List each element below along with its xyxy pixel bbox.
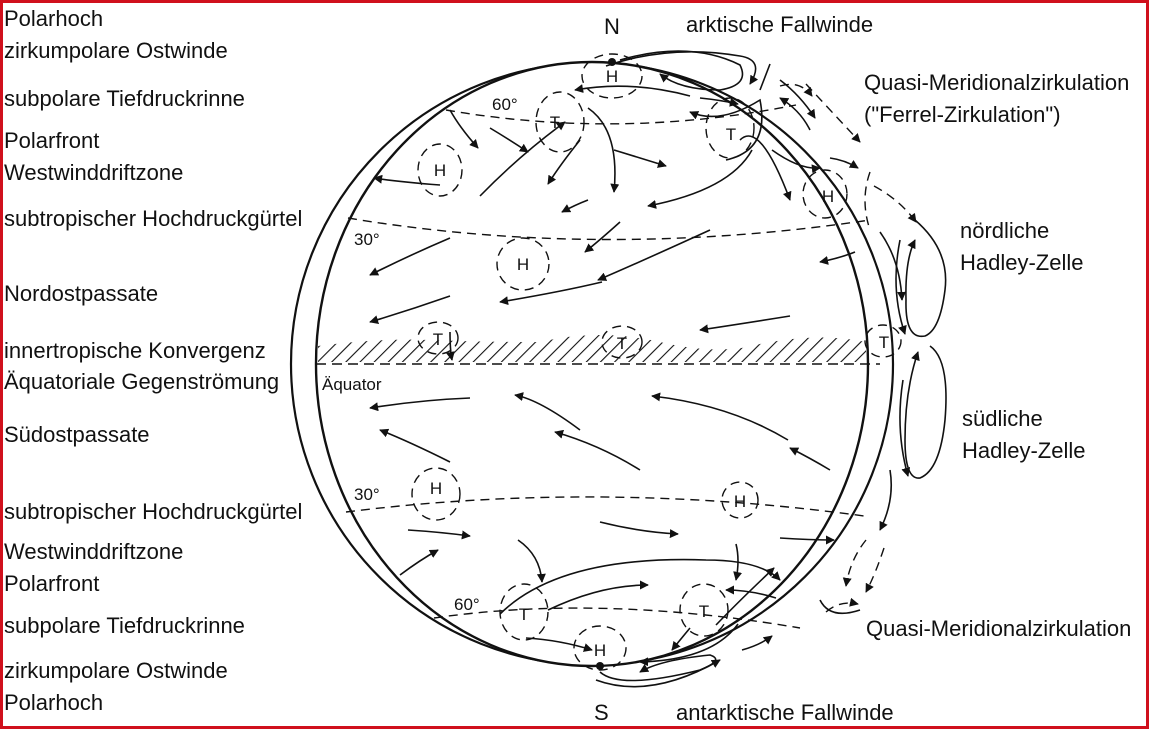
low-symbol: T	[617, 334, 627, 353]
latitude-30n-line	[347, 217, 871, 241]
left-label: Polarfront	[4, 128, 99, 153]
left-label: innertropische Konvergenz	[4, 338, 266, 363]
high-symbol: H	[822, 187, 834, 206]
polar-fall-winds	[595, 50, 816, 688]
antarctic-fall-winds-label: antarktische Fallwinde	[676, 700, 894, 725]
high-south-30-a-cell	[411, 467, 461, 521]
high-symbol: H	[434, 161, 446, 180]
high-symbol: H	[606, 67, 618, 86]
low-symbol: T	[879, 333, 889, 352]
quasi-meridional-south-label: Quasi-Meridionalzirkulation	[866, 616, 1131, 641]
latitude-label-60s: 60°	[454, 595, 480, 614]
low-north-60-a-cell	[535, 91, 585, 153]
left-label: subtropischer Hochdruckgürtel	[4, 499, 302, 524]
latitude-label-30n: 30°	[354, 230, 380, 249]
low-itcz-b-cell	[601, 325, 643, 359]
north-pole-label: N	[604, 14, 620, 39]
low-itcz-c-cell	[864, 324, 902, 358]
left-label: Nordostpassate	[4, 281, 158, 306]
left-label: Polarhoch	[4, 690, 103, 715]
high-symbol: H	[517, 255, 529, 274]
low-symbol: T	[519, 605, 529, 624]
latitude-label-60n: 60°	[492, 95, 518, 114]
south-pole-label: S	[594, 700, 609, 725]
latitude-60n-line	[445, 104, 797, 125]
latitude-30s-line	[345, 496, 865, 517]
south-pole-dot	[596, 662, 604, 670]
itcz-hatched-band	[318, 335, 866, 362]
left-label: zirkumpolare Ostwinde	[4, 658, 228, 683]
low-south-60-b-cell	[679, 583, 729, 637]
pressure-symbols: H T T H H H T T T H H T T H	[430, 67, 889, 660]
low-symbol: T	[726, 125, 736, 144]
left-label: Äquatoriale Gegenströmung	[4, 369, 279, 394]
low-itcz-a-cell	[417, 321, 459, 355]
hadley-north-label-line2: Hadley-Zelle	[960, 250, 1084, 275]
hadley-north-cell	[905, 219, 947, 338]
left-label: Polarfront	[4, 571, 99, 596]
low-symbol: T	[699, 602, 709, 621]
left-label: Westwinddriftzone	[4, 160, 183, 185]
equator-label: Äquator	[322, 375, 382, 394]
high-south-30-b-cell	[721, 481, 759, 519]
arctic-fall-winds-label: arktische Fallwinde	[686, 12, 873, 37]
right-label-column: arktische Fallwinde Quasi-Meridionalzirk…	[676, 12, 1131, 725]
low-south-60-a-cell	[499, 583, 549, 641]
latitude-label-30s: 30°	[354, 485, 380, 504]
hadley-north-label-line1: nördliche	[960, 218, 1049, 243]
left-label: Südostpassate	[4, 422, 150, 447]
high-symbol: H	[734, 492, 746, 511]
hadley-south-label-line1: südliche	[962, 406, 1043, 431]
ferrel-label-line2: ("Ferrel-Zirkulation")	[864, 102, 1061, 127]
high-north-west-cell	[417, 143, 463, 197]
left-label: Polarhoch	[4, 6, 103, 31]
left-label: subpolare Tiefdruckrinne	[4, 613, 245, 638]
high-north-east-cell	[802, 169, 848, 219]
left-label: Westwinddriftzone	[4, 539, 183, 564]
left-label: subpolare Tiefdruckrinne	[4, 86, 245, 111]
left-label-column: Polarhoch zirkumpolare Ostwinde subpolar…	[4, 6, 302, 715]
meridional-circulation	[779, 83, 917, 615]
hadley-south-cell	[904, 345, 947, 479]
hadley-cells	[879, 219, 947, 531]
left-label: zirkumpolare Ostwinde	[4, 38, 228, 63]
wind-arrows	[369, 84, 856, 667]
high-symbol: H	[594, 641, 606, 660]
high-north-pole-cell	[581, 53, 643, 99]
high-north-30-cell	[496, 237, 550, 291]
ferrel-label-line1: Quasi-Meridionalzirkulation	[864, 70, 1129, 95]
high-symbol: H	[430, 479, 442, 498]
left-label: subtropischer Hochdruckgürtel	[4, 206, 302, 231]
low-symbol: T	[550, 113, 560, 132]
latitude-60s-line	[433, 607, 801, 629]
hadley-south-label-line2: Hadley-Zelle	[962, 438, 1086, 463]
low-symbol: T	[433, 330, 443, 349]
